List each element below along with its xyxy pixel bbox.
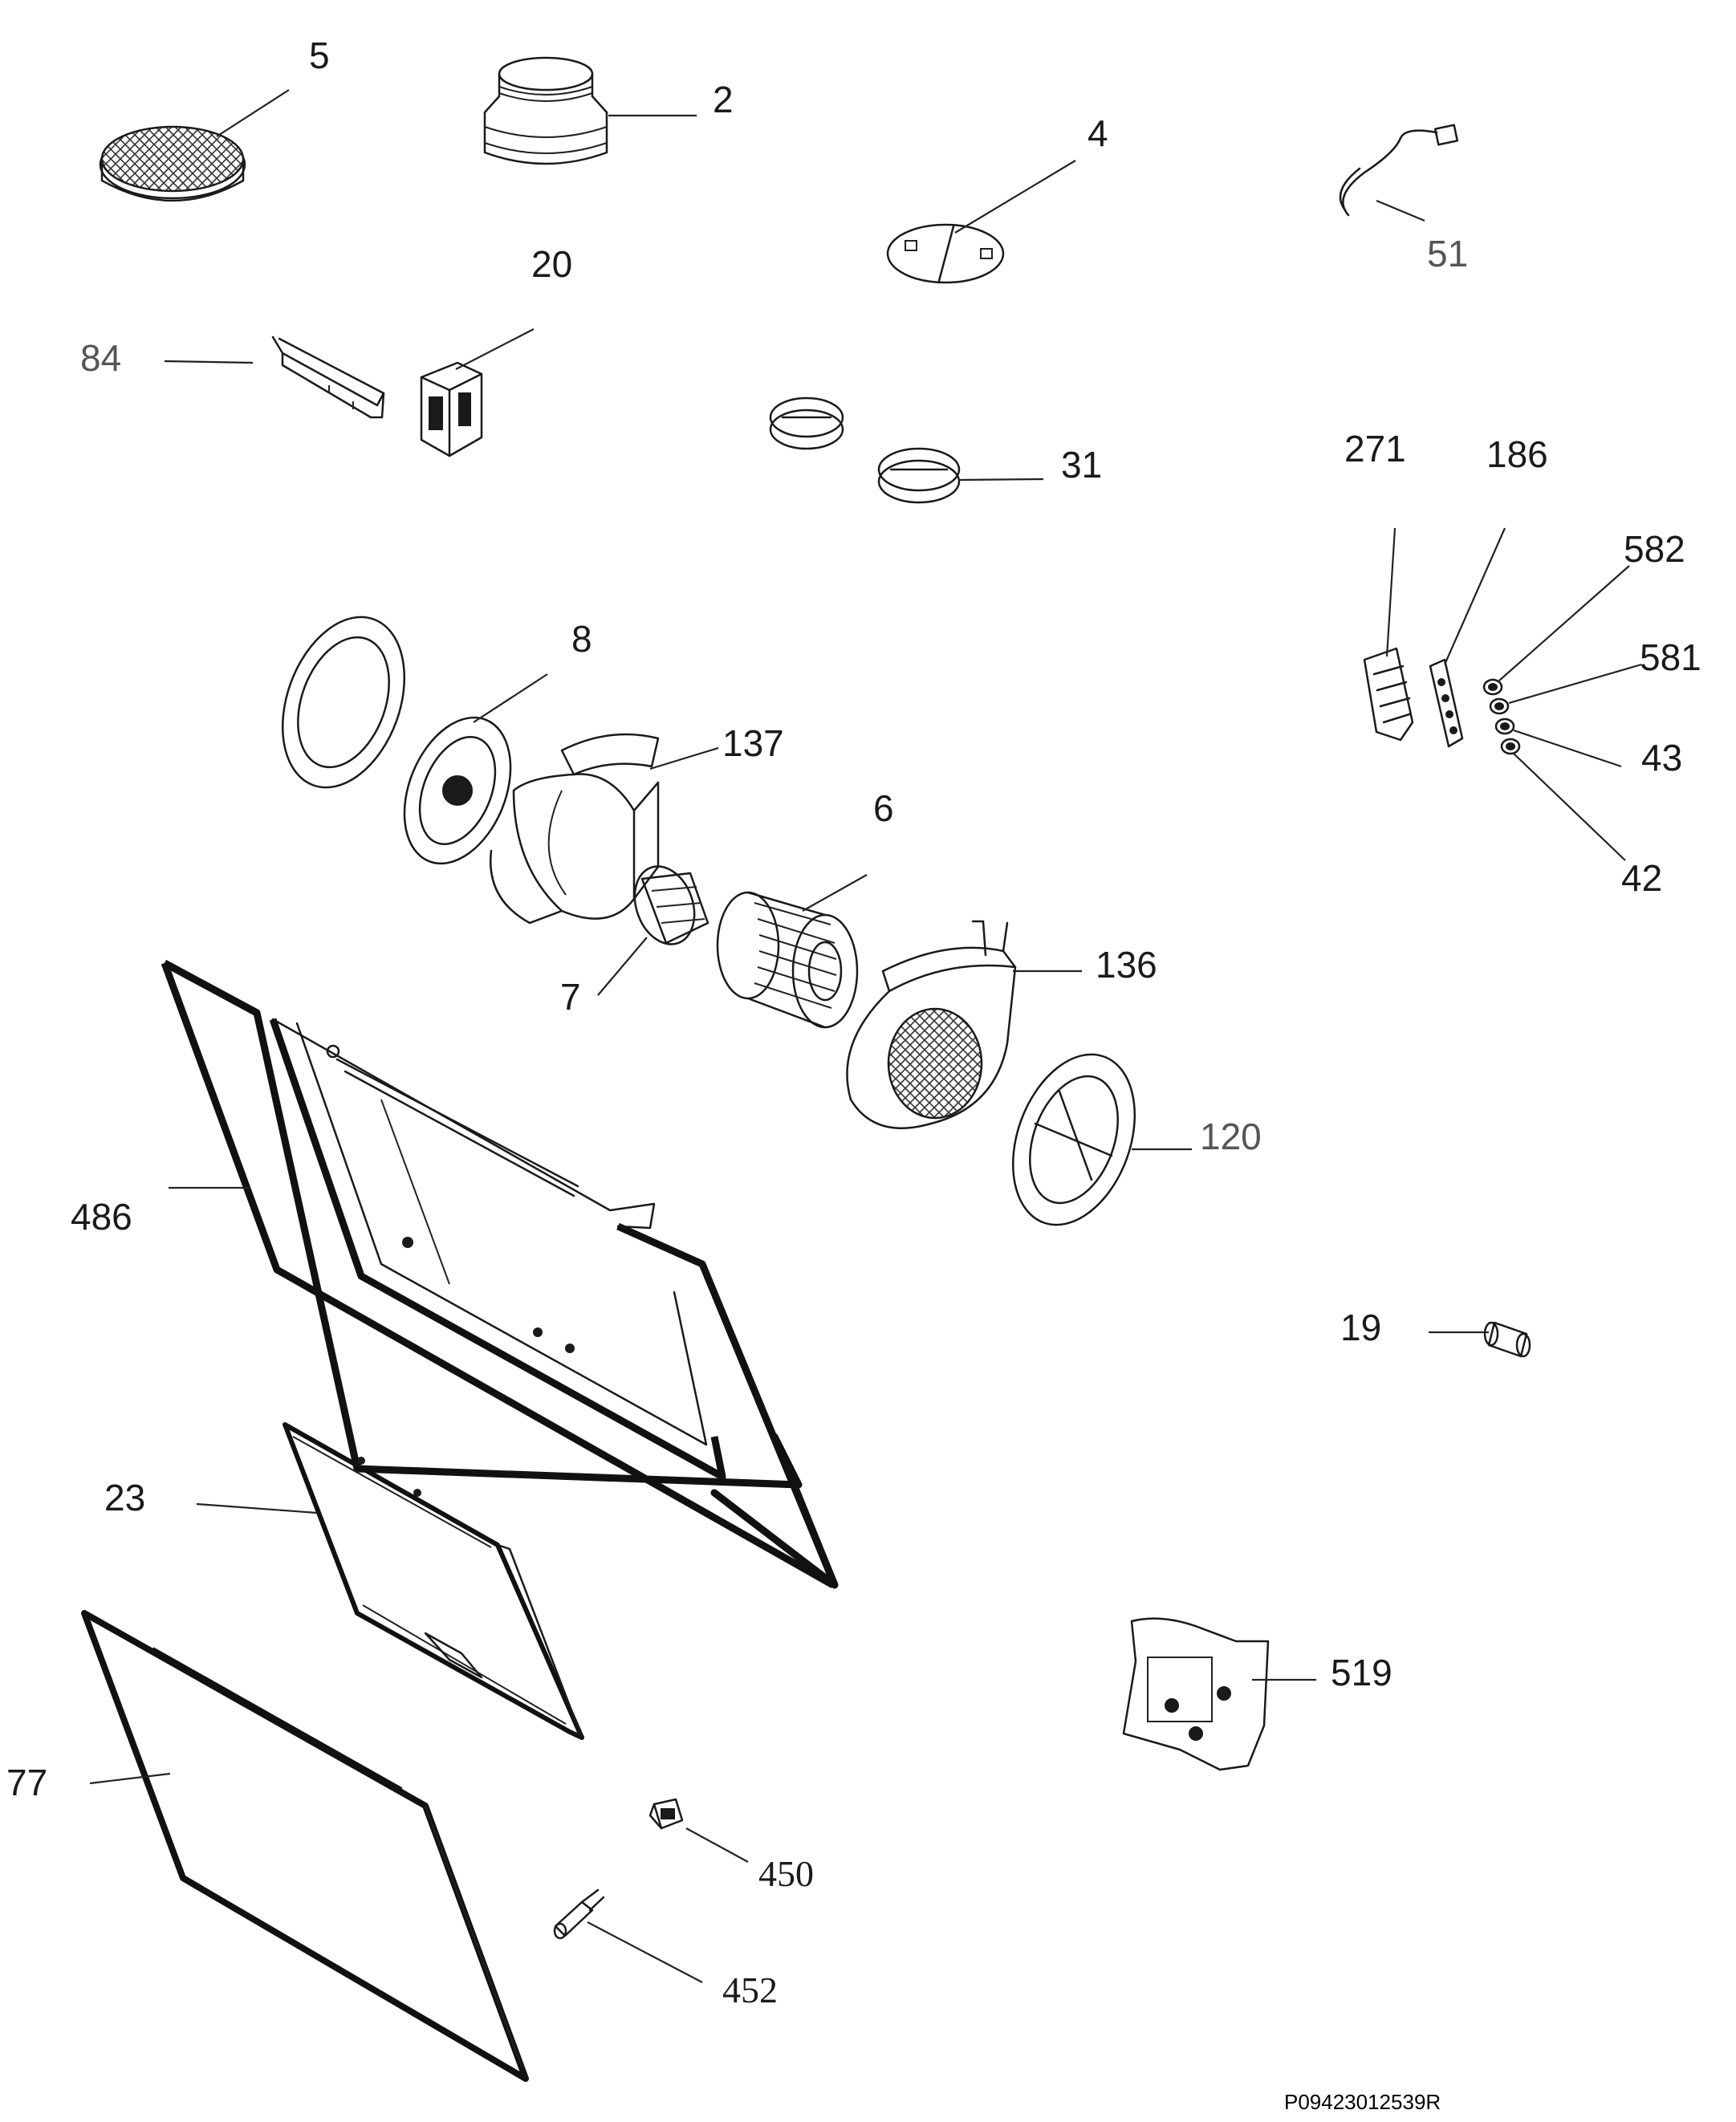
part-6-blower-wheel (716, 891, 859, 1029)
part-8-motor-plate (281, 616, 512, 865)
label-part-6: 6 (873, 787, 894, 829)
label-part-136: 136 (1096, 944, 1157, 986)
label-part-2: 2 (713, 79, 734, 120)
part-19-capacitor (1483, 1321, 1531, 1358)
label-part-582: 582 (1624, 528, 1685, 570)
part-4-damper (886, 223, 1005, 284)
label-part-581: 581 (1640, 636, 1701, 678)
part-43-fitting (1494, 717, 1515, 735)
label-part-486: 486 (71, 1196, 132, 1238)
label-part-42: 42 (1621, 857, 1662, 899)
label-part-84: 84 (80, 337, 121, 379)
part-271-terminal-block (1363, 647, 1414, 742)
label-part-519: 519 (1331, 1652, 1392, 1693)
part-582-fitting (1482, 678, 1503, 696)
part-120-fan-wheel (1011, 1053, 1136, 1226)
part-137-scroll-housing (489, 733, 660, 925)
label-part-51: 51 (1427, 233, 1468, 274)
label-part-120: 120 (1200, 1116, 1262, 1157)
part-5-round-filter (99, 125, 246, 202)
label-part-452: 452 (722, 1970, 778, 2010)
label-part-450: 450 (758, 1853, 814, 1894)
part-136-blower-housing (846, 920, 1017, 1129)
label-part-20: 20 (531, 243, 572, 285)
label-part-271: 271 (1344, 428, 1406, 470)
part-452-pin (553, 1888, 605, 1940)
part-20-switch-block (420, 361, 483, 457)
part-77-glass-panel (81, 1610, 529, 2082)
drawing-code: P09423012539R (1284, 2090, 1441, 2114)
part-2-duct-connector (483, 56, 608, 165)
part-519-accessory-bag (1122, 1617, 1270, 1771)
part-42-fitting (1500, 738, 1521, 755)
label-part-186: 186 (1486, 433, 1548, 475)
part-84-bracket (271, 335, 385, 419)
part-581-fitting (1489, 697, 1510, 715)
part-31-valves (769, 396, 961, 504)
part-7-motor (633, 865, 709, 945)
part-23-filter-panel (283, 1422, 584, 1740)
part-486-canopy (161, 960, 839, 1589)
label-part-23: 23 (104, 1477, 145, 1518)
label-part-31: 31 (1061, 444, 1102, 486)
label-part-8: 8 (571, 618, 592, 660)
part-51-cable (1339, 124, 1459, 217)
part-186-terminal-strip (1429, 658, 1464, 748)
part-450-clip (648, 1798, 684, 1830)
label-part-43: 43 (1641, 737, 1682, 778)
label-part-19: 19 (1340, 1307, 1381, 1348)
label-part-4: 4 (1088, 112, 1108, 154)
label-part-7: 7 (560, 976, 581, 1018)
label-part-77: 77 (6, 1762, 47, 1803)
label-part-5: 5 (309, 35, 330, 76)
label-part-137: 137 (722, 722, 784, 764)
